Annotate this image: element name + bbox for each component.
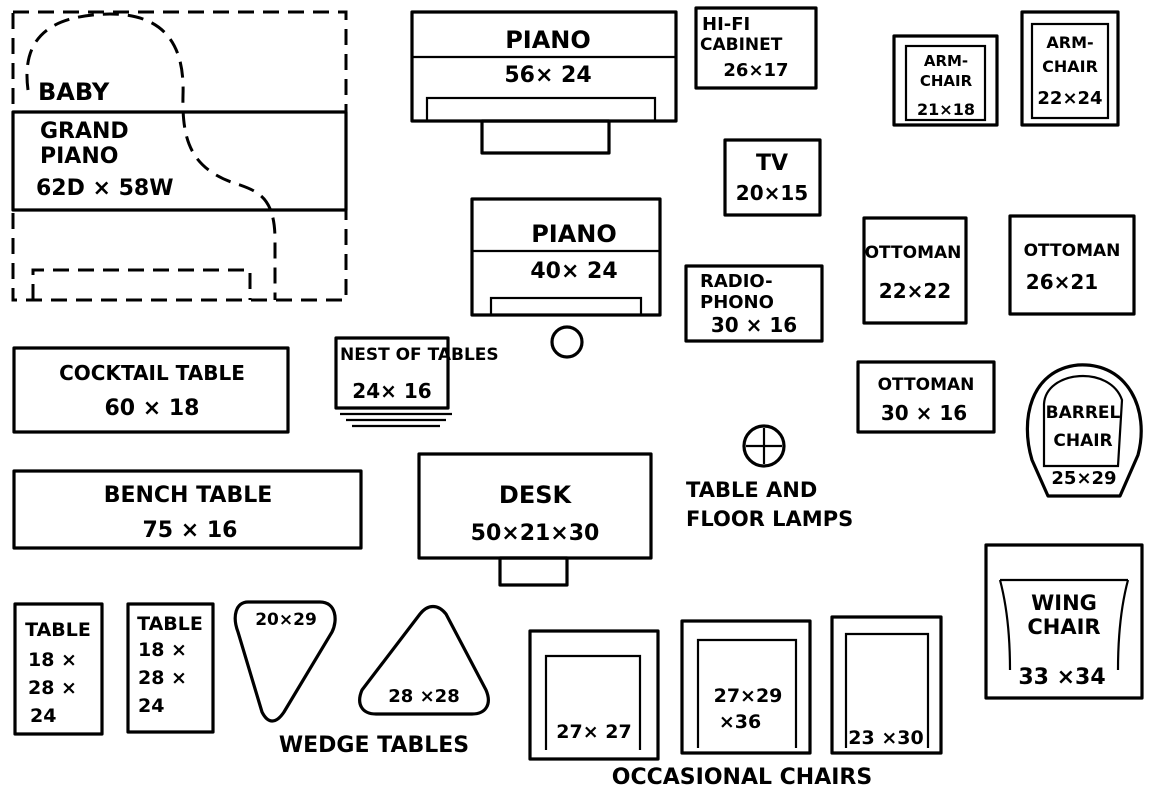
cocktail-table-name: COCKTAIL TABLE — [59, 361, 245, 385]
desk-name: DESK — [499, 481, 573, 509]
occasional-chairs-label: OCCASIONAL CHAIRS — [612, 765, 872, 790]
table-1-line-3: 24 — [30, 705, 56, 727]
wedge-size-2: 28 ×28 — [388, 686, 459, 707]
piano-large: PIANO 56× 24 — [410, 10, 678, 155]
tv-name: TV — [756, 151, 788, 176]
ottoman-3: OTTOMAN 30 × 16 — [856, 360, 996, 434]
armchair-1: ARM- CHAIR 21×18 — [892, 34, 999, 127]
table-2-name: TABLE — [137, 613, 203, 635]
baby-grand-name-1: BABY — [38, 78, 110, 106]
baby-grand-size: 62D × 58W — [36, 176, 174, 201]
piano-small-size: 40× 24 — [530, 259, 617, 284]
tv-size: 20×15 — [736, 181, 808, 205]
piano-small-name: PIANO — [531, 220, 617, 248]
armchair-1-name-1: ARM- — [924, 52, 968, 70]
occasional-size-2a: 27×29 — [714, 685, 783, 707]
ottoman-1-size: 22×22 — [879, 279, 951, 303]
radio-phono-name-1: RADIO- — [700, 271, 773, 292]
wedge-tables: 20×29 28 ×28 WEDGE TABLES — [233, 600, 490, 758]
hifi-cabinet: HI-FI CABINET 26×17 — [694, 6, 818, 90]
armchair-1-size: 21×18 — [917, 100, 975, 119]
occasional-size-2b: ×36 — [719, 711, 761, 733]
occasional-chairs: 27× 27 27×29 ×36 23 ×30 OCCASIONAL CHAIR… — [528, 615, 943, 790]
ottoman-2-name: OTTOMAN — [1024, 241, 1121, 261]
lamps-label-2: FLOOR LAMPS — [686, 507, 853, 531]
table-2: TABLE 18 × 28 × 24 — [126, 602, 215, 734]
wing-chair-name-1: WING — [1031, 591, 1097, 615]
ottoman-1-name: OTTOMAN — [865, 243, 962, 263]
wing-chair-size: 33 ×34 — [1018, 665, 1105, 690]
wedge-size-1: 20×29 — [255, 610, 317, 630]
table-and-floor-lamps: TABLE AND FLOOR LAMPS — [686, 424, 853, 531]
table-2-line-1: 18 × — [138, 639, 187, 661]
baby-grand-piano: BABY GRAND PIANO 62D × 58W — [11, 10, 348, 302]
table-1-name: TABLE — [25, 619, 91, 641]
barrel-chair-name-2: CHAIR — [1053, 431, 1112, 451]
desk-size: 50×21×30 — [471, 521, 600, 546]
armchair-2-name-2: CHAIR — [1042, 57, 1098, 76]
barrel-chair-name-1: BARREL — [1046, 403, 1121, 423]
ottoman-3-name: OTTOMAN — [878, 375, 975, 395]
armchair-2-name-1: ARM- — [1046, 33, 1093, 52]
barrel-chair-size: 25×29 — [1051, 468, 1116, 489]
table-1: TABLE 18 × 28 × 24 — [13, 602, 104, 736]
desk: DESK 50×21×30 — [417, 452, 653, 587]
radio-phono-name-2: PHONO — [700, 292, 774, 313]
bench-table-name: BENCH TABLE — [104, 483, 273, 508]
piano-large-size: 56× 24 — [504, 63, 591, 88]
ottoman-2: OTTOMAN 26×21 — [1008, 214, 1136, 316]
cocktail-table: COCKTAIL TABLE 60 × 18 — [12, 346, 290, 434]
radio-phono-size: 30 × 16 — [711, 313, 797, 337]
lamps-label-1: TABLE AND — [686, 478, 817, 502]
piano-large-name: PIANO — [505, 26, 591, 54]
bench-table: BENCH TABLE 75 × 16 — [12, 469, 363, 550]
occasional-size-1: 27× 27 — [556, 721, 631, 743]
table-2-line-2: 28 × — [138, 667, 187, 689]
table-1-line-1: 18 × — [28, 649, 77, 671]
table-2-line-3: 24 — [138, 695, 164, 717]
nest-of-tables: NEST OF TABLES 24× 16 — [334, 325, 584, 428]
hifi-name-2: CABINET — [700, 35, 783, 55]
table-1-line-2: 28 × — [28, 677, 77, 699]
armchair-2-size: 22×24 — [1037, 88, 1102, 109]
cocktail-table-size: 60 × 18 — [105, 396, 200, 421]
ottoman-1: OTTOMAN 22×22 — [862, 216, 968, 325]
baby-grand-name-3: PIANO — [40, 144, 118, 169]
ottoman-3-size: 30 × 16 — [881, 401, 967, 425]
wing-chair-name-2: CHAIR — [1027, 615, 1100, 639]
occasional-size-3: 23 ×30 — [848, 727, 923, 749]
wedge-tables-label: WEDGE TABLES — [279, 733, 469, 758]
hifi-size: 26×17 — [723, 60, 788, 81]
baby-grand-name-2: GRAND — [40, 119, 129, 144]
ottoman-2-size: 26×21 — [1026, 270, 1098, 294]
armchair-2: ARM- CHAIR 22×24 — [1020, 10, 1120, 127]
barrel-chair: BARREL CHAIR 25×29 — [1025, 363, 1143, 498]
radio-phono: RADIO- PHONO 30 × 16 — [684, 264, 824, 343]
tv: TV 20×15 — [723, 138, 822, 217]
wing-chair: WING CHAIR 33 ×34 — [984, 543, 1144, 700]
nest-of-tables-size: 24× 16 — [352, 379, 431, 403]
nest-of-tables-name: NEST OF TABLES — [340, 345, 499, 365]
piano-small: PIANO 40× 24 — [470, 197, 662, 317]
armchair-1-name-2: CHAIR — [920, 72, 973, 90]
bench-table-size: 75 × 16 — [143, 518, 238, 543]
hifi-name-1: HI-FI — [702, 14, 750, 35]
